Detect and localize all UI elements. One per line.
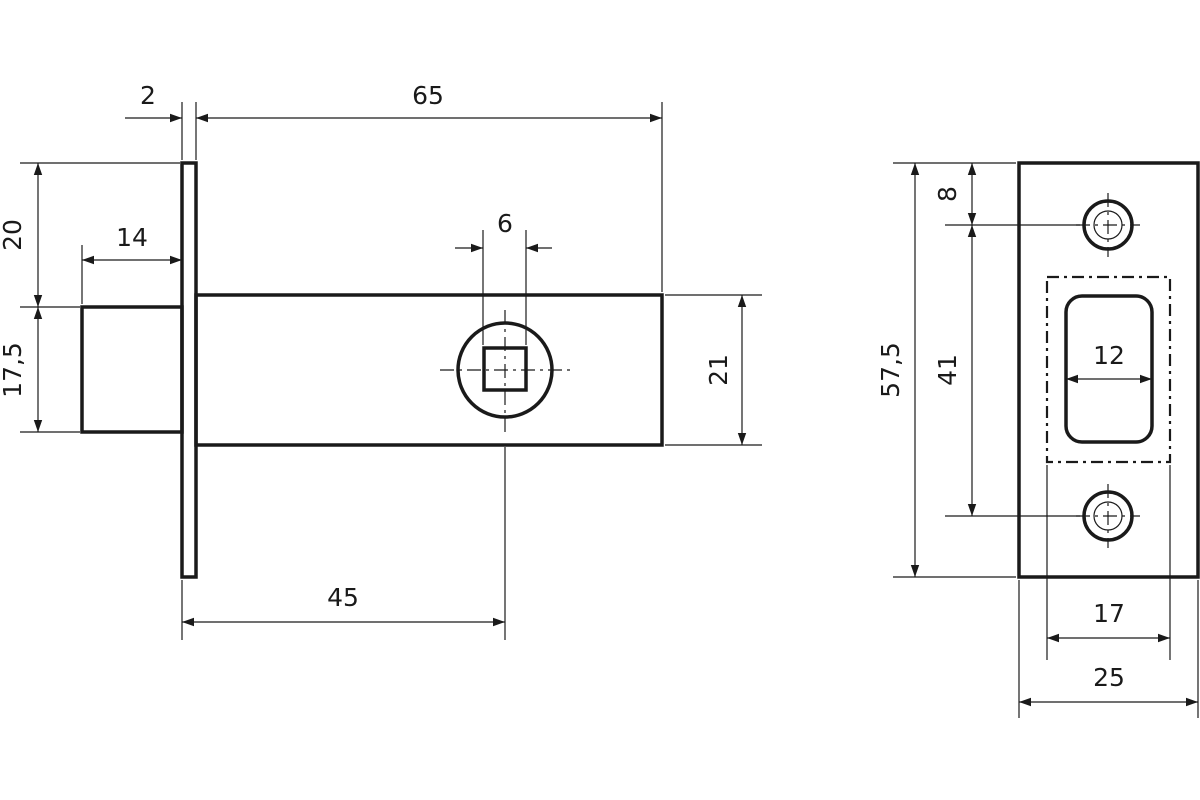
screw-hole-top bbox=[1076, 193, 1140, 257]
strike-plate-view bbox=[1017, 161, 1200, 579]
dim-label-spindle-square: 6 bbox=[497, 209, 513, 238]
latch-bolt bbox=[80, 305, 184, 434]
dim-label-body-height: 21 bbox=[704, 354, 733, 386]
side-view-dimension-lines bbox=[33, 113, 747, 627]
strike-plate bbox=[1017, 161, 1200, 579]
dim-label-latch-height: 17,5 bbox=[0, 342, 27, 398]
dim-label-overall-length: 65 bbox=[412, 81, 444, 110]
dim-label-latch-projection: 14 bbox=[116, 223, 148, 252]
strike-extension-lines bbox=[893, 162, 1199, 718]
dim-label-opening-width: 12 bbox=[1093, 341, 1125, 370]
latch-side-view bbox=[80, 161, 664, 579]
strike-opening-frame bbox=[1045, 275, 1172, 464]
dim-label-screw-spacing: 41 bbox=[933, 354, 962, 386]
strike-dimension-lines bbox=[910, 163, 1198, 707]
dim-label-strike-width: 25 bbox=[1093, 663, 1125, 692]
strike-dimension-labels: 57,5 8 41 12 17 25 bbox=[876, 186, 1125, 692]
side-view-extension-lines bbox=[20, 102, 762, 640]
dim-label-screw-edge-offset: 8 bbox=[933, 186, 962, 202]
dim-label-opening-frame-width: 17 bbox=[1093, 599, 1125, 628]
dim-label-strike-height: 57,5 bbox=[876, 342, 905, 398]
dim-label-plate-upper-offset: 20 bbox=[0, 219, 27, 251]
dim-label-backset: 45 bbox=[327, 583, 359, 612]
side-view-dimension-labels: 2 65 6 14 20 17,5 21 45 bbox=[0, 81, 733, 612]
screw-hole-bottom bbox=[1076, 484, 1140, 548]
dim-label-plate-thickness: 2 bbox=[140, 81, 156, 110]
strike-opening bbox=[1064, 294, 1154, 444]
latch-body bbox=[194, 293, 664, 447]
faceplate bbox=[180, 161, 198, 579]
